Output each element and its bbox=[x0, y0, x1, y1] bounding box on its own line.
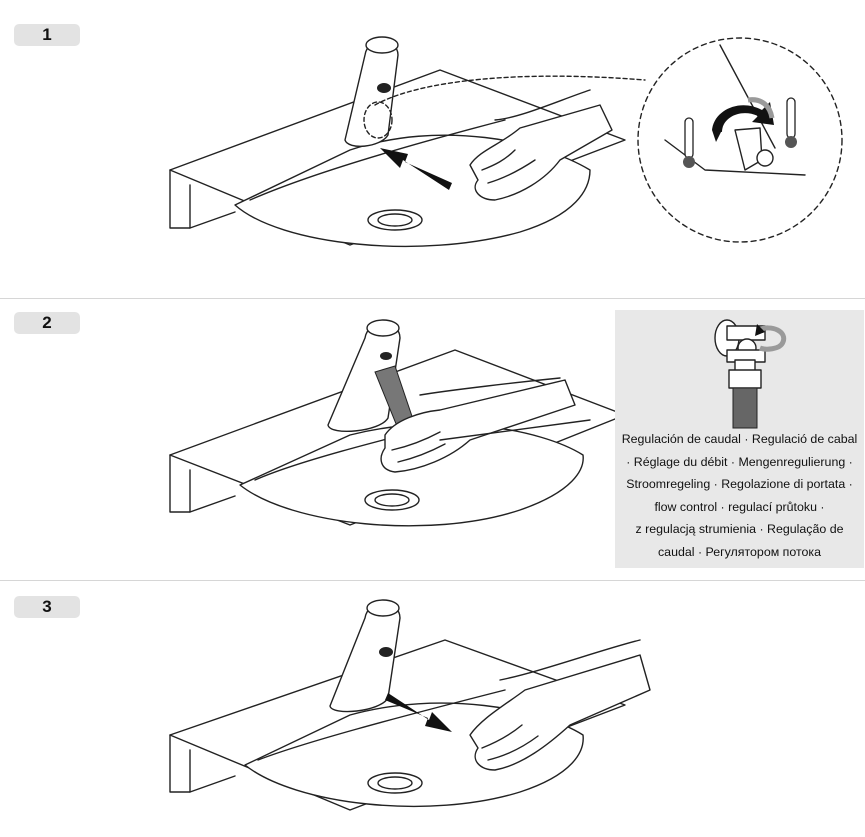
temperature-knob bbox=[734, 127, 763, 171]
step-separator bbox=[0, 298, 865, 299]
rotate-left-arrow-icon bbox=[712, 102, 774, 132]
step-separator bbox=[0, 580, 865, 581]
step-2-badge: 2 bbox=[14, 312, 80, 334]
caption-line: caudal · Регулятором потока bbox=[657, 544, 822, 559]
thermometer-hot-icon bbox=[786, 97, 796, 139]
temperature-detail-circle bbox=[637, 37, 843, 243]
sensor-faucet bbox=[329, 599, 401, 713]
step-3-badge: 3 bbox=[14, 596, 80, 618]
caption-line: z regulacją strumienia · Regulação de bbox=[635, 522, 844, 536]
detail-callout-line bbox=[374, 75, 646, 106]
hands-step-1 bbox=[469, 89, 613, 201]
rotate-right-arrow-icon bbox=[747, 97, 775, 119]
sink-illustration-step-1 bbox=[169, 36, 843, 248]
sink-illustration-step-2 bbox=[169, 319, 626, 527]
inflow-arrow bbox=[380, 148, 452, 190]
caption-line: flow control · regulací průtoku · bbox=[654, 499, 825, 514]
sensor-faucet bbox=[327, 319, 401, 432]
outflow-arrow bbox=[385, 693, 452, 732]
flow-control-info-box: Regulación de caudal · Regulació de caba… bbox=[615, 310, 864, 568]
sink-illustration-step-3 bbox=[169, 599, 651, 811]
thermometer-cold-icon bbox=[684, 117, 694, 159]
step-1-badge: 1 bbox=[14, 24, 80, 46]
caption-line: · Réglage du débit · Mengenregulierung · bbox=[626, 454, 853, 469]
caption-line: Regulación de caudal · Regulació de caba… bbox=[621, 432, 858, 446]
flow-control-caption: Regulación de caudal · Regulació de caba… bbox=[615, 428, 864, 563]
rotate-arrow-icon bbox=[756, 325, 787, 352]
sensor-faucet bbox=[344, 36, 399, 147]
detail-callout-source bbox=[363, 101, 393, 139]
caption-line: Stroomregeling · Regolazione di portata … bbox=[626, 477, 853, 491]
hands-step-3 bbox=[469, 639, 651, 771]
hands-step-2 bbox=[380, 377, 591, 473]
flow-valve-illustration bbox=[714, 319, 787, 429]
